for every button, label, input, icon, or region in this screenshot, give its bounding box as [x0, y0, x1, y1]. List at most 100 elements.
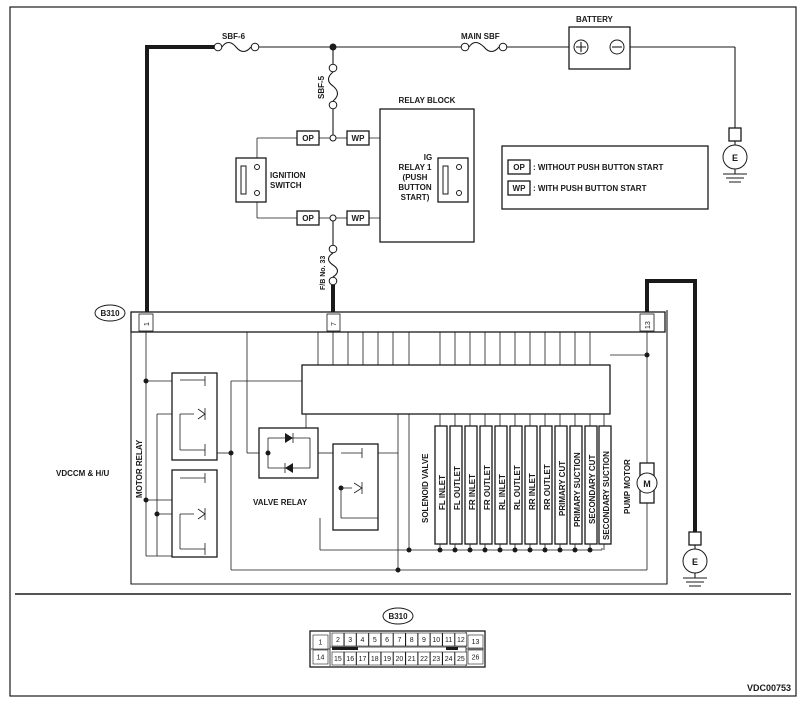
- ground-top-icon: [723, 169, 747, 183]
- pin-8: 8: [410, 637, 414, 644]
- pin-4: 4: [361, 637, 365, 644]
- ig-relay-line-1: IG: [424, 153, 432, 162]
- relay-block: RELAY BLOCK IG RELAY 1 (PUSH BUTTON STAR…: [379, 96, 475, 243]
- pin-14-cell: [312, 649, 329, 665]
- pin-11: 11: [445, 637, 452, 644]
- vdccm-unit: VDCCM & H/U: [56, 310, 668, 585]
- pin-17: 17: [359, 656, 367, 663]
- valve-relay: [332, 443, 379, 531]
- legend-wp-text: : WITH PUSH BUTTON START: [533, 184, 647, 193]
- valve-coil: SECONDARY SUCTION: [598, 414, 612, 550]
- legend-op-tag: OP: [513, 163, 525, 172]
- valve-label-rr-outlet: RR OUTLET: [543, 464, 552, 510]
- valve-relay-diodes: VALVE RELAY: [253, 427, 319, 507]
- connector-b310-tag: B310: [94, 304, 126, 322]
- motor-relay-label: MOTOR RELAY: [135, 439, 144, 498]
- valve-label-rl-outlet: RL OUTLET: [513, 465, 522, 510]
- ig-relay-line-2: RELAY 1: [399, 163, 432, 172]
- valve-label-rr-inlet: RR INLET: [528, 473, 537, 510]
- valve-coil: PRIMARY CUT: [554, 414, 568, 553]
- pin-13-cell: [467, 634, 484, 649]
- controller-input-wires: [317, 332, 591, 365]
- valve-coil: RR INLET: [524, 414, 538, 553]
- relay-block-title: RELAY BLOCK: [399, 96, 456, 105]
- pump-motor: M PUMP MOTOR: [623, 459, 658, 514]
- valve-label-fr-outlet: FR OUTLET: [483, 465, 492, 510]
- legend-op-text: : WITHOUT PUSH BUTTON START: [533, 163, 663, 172]
- fuse-sbf5: SBF-5: [317, 47, 339, 135]
- battery-plus-icon: [576, 42, 586, 52]
- pin-25-cell: [454, 651, 468, 666]
- battery-label: BATTERY: [576, 15, 614, 24]
- battery: BATTERY: [568, 15, 631, 70]
- ground-bottom-icon: [683, 573, 707, 587]
- ground-bottom-label: E: [692, 557, 698, 567]
- fuse-fb33: F/B No. 33: [320, 221, 339, 312]
- control-module: [301, 364, 611, 415]
- legend-wp-tag: WP: [513, 184, 527, 193]
- ignition-switch: IGNITION SWITCH: [235, 157, 306, 203]
- fuse-main-sbf: MAIN SBF: [460, 32, 508, 53]
- pin-22: 22: [420, 656, 428, 663]
- pin-24-cell: [442, 651, 455, 666]
- pin-23-cell: [430, 651, 443, 666]
- valve-coil: FL INLET: [434, 414, 448, 553]
- pin-1: 1: [319, 640, 323, 647]
- solenoid-valve-label: SOLENOID VALVE: [421, 453, 430, 523]
- pin-12-cell: [454, 632, 468, 647]
- connector-face-tag-label: B310: [388, 612, 408, 621]
- ignition-switch-label-1: IGNITION: [270, 171, 306, 180]
- valve-label-fr-inlet: FR INLET: [468, 474, 477, 510]
- pin-15: 15: [334, 656, 342, 663]
- outer-frame: [9, 6, 797, 697]
- pin-9: 9: [422, 637, 426, 644]
- ground-top-label: E: [732, 153, 738, 163]
- pin-7-cell: [393, 632, 406, 647]
- pin-26: 26: [472, 655, 480, 662]
- pin-18: 18: [371, 656, 379, 663]
- pin-15-cell: [331, 651, 345, 666]
- pin-20: 20: [396, 656, 404, 663]
- pin-3: 3: [348, 637, 352, 644]
- valve-label-primary-suction: PRIMARY SUCTION: [573, 452, 582, 527]
- pin-22-cell: [417, 651, 431, 666]
- ig-relay-line-4: BUTTON: [398, 183, 431, 192]
- valve-label-primary-cut: PRIMARY CUT: [558, 461, 567, 516]
- pin-2-cell: [331, 632, 345, 647]
- fuse-sbf6-label: SBF-6: [222, 32, 246, 41]
- ground-bottom: E: [682, 531, 708, 587]
- wp-tag-bottom-label: WP: [352, 214, 366, 223]
- fuse-sbf6: SBF-6: [213, 32, 260, 53]
- fuse-main-sbf-label: MAIN SBF: [461, 32, 500, 41]
- pin-14: 14: [317, 655, 325, 662]
- pin-18-cell: [368, 651, 381, 666]
- pin-19: 19: [383, 656, 391, 663]
- connector-b310-row: 1 7 13: [130, 311, 666, 333]
- op-tag-top-label: OP: [302, 134, 314, 143]
- pin-16-cell: [343, 651, 357, 666]
- ig-relay-line-3: (PUSH: [403, 173, 428, 182]
- pin-16: 16: [346, 656, 354, 663]
- valve-coil: FR OUTLET: [479, 414, 493, 553]
- pin-25: 25: [457, 656, 465, 663]
- pin-5: 5: [373, 637, 377, 644]
- pin-1-cell: [312, 634, 329, 650]
- pin-4-cell: [356, 632, 369, 647]
- pin-21: 21: [408, 656, 416, 663]
- pump-motor-symbol: M: [643, 479, 651, 489]
- valve-coil: FR INLET: [464, 414, 478, 553]
- valve-relay-label: VALVE RELAY: [253, 498, 308, 507]
- pin-3-cell: [343, 632, 357, 647]
- pin-13: 13: [472, 639, 480, 646]
- pin-26-cell: [467, 649, 484, 665]
- wp-tag-top: WP: [346, 130, 370, 146]
- ignition-switch-label-2: SWITCH: [270, 181, 302, 190]
- pin-23: 23: [432, 656, 440, 663]
- fuse-fb33-label: F/B No. 33: [320, 256, 327, 290]
- pin-9-cell: [417, 632, 431, 647]
- ground-top: E: [722, 127, 748, 183]
- valve-label-secondary-cut: SECONDARY CUT: [588, 455, 597, 524]
- valve-coil: RR OUTLET: [539, 414, 553, 553]
- motor-relay: MOTOR RELAY: [135, 372, 218, 558]
